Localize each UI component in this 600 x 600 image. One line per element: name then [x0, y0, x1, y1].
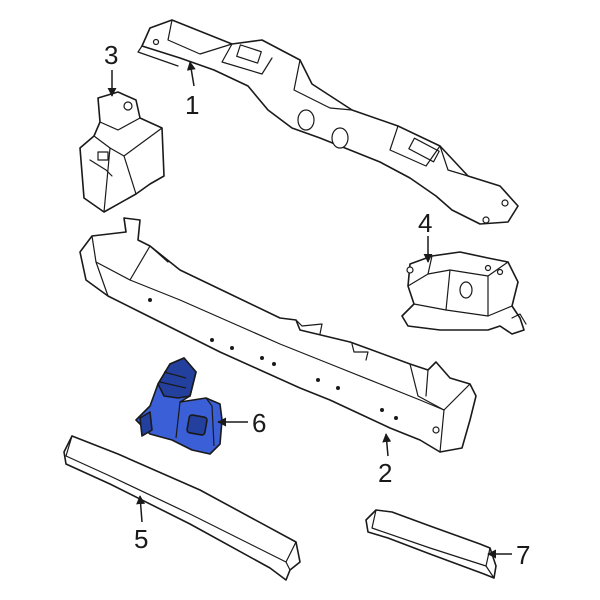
- callout-6: 6: [252, 408, 266, 438]
- part-7-right-deflector[interactable]: [365, 509, 497, 579]
- part-5-left-deflector[interactable]: [63, 435, 301, 581]
- callout-4: 4: [418, 208, 432, 238]
- part-3-left-bracket[interactable]: [79, 91, 165, 213]
- callout-1: 1: [185, 90, 199, 120]
- callout-labels: 1 2 3 4 5 6 7: [104, 40, 530, 570]
- part-6-highlighted-component[interactable]: [135, 357, 223, 455]
- leader-1: [186, 61, 196, 87]
- callout-7: 7: [516, 540, 530, 570]
- leader-2: [382, 433, 392, 457]
- part-4-right-bracket[interactable]: [401, 251, 527, 335]
- callout-5: 5: [134, 524, 148, 554]
- leader-5: [136, 495, 146, 523]
- callout-2: 2: [378, 458, 392, 488]
- part-1-upper-crossmember[interactable]: [137, 19, 519, 225]
- part-2-lower-crossmember[interactable]: [79, 217, 477, 453]
- part-6-top-block: [157, 357, 197, 399]
- callout-leaders: [107, 61, 512, 559]
- callout-3: 3: [104, 40, 118, 70]
